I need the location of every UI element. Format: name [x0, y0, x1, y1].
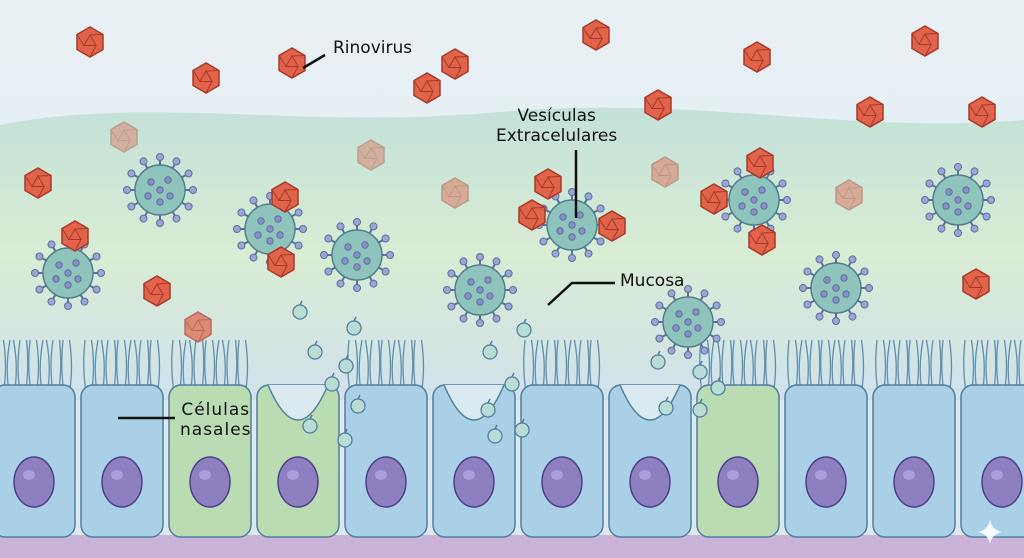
extracellular-vesicle	[535, 188, 609, 262]
label-rhinovirus: Rinovirus	[333, 38, 413, 58]
rhinovirus	[357, 139, 385, 171]
rhinovirus	[962, 268, 990, 300]
rhinovirus	[911, 25, 939, 57]
nucleus	[541, 456, 583, 508]
burst-cell	[608, 384, 692, 538]
rhinovirus	[743, 41, 771, 73]
nucleus	[101, 456, 143, 508]
nasal-cell	[520, 339, 604, 538]
label-mucosa: Mucosa	[620, 271, 685, 291]
nasal-cell	[344, 339, 428, 538]
rhinovirus	[184, 311, 212, 343]
exosome	[487, 424, 503, 444]
exosome	[302, 414, 318, 434]
mucus-layer	[0, 107, 1024, 401]
exosome	[692, 360, 708, 380]
rhinovirus	[644, 89, 672, 121]
extracellular-vesicle	[799, 251, 873, 325]
rhinovirus	[24, 167, 52, 199]
rhinovirus	[192, 62, 220, 94]
exosome	[482, 340, 498, 360]
sparkle-icon	[978, 520, 1002, 544]
label-cells-line2: nasales	[180, 420, 252, 440]
rhinovirus	[267, 246, 295, 278]
exosome	[346, 316, 362, 336]
nucleus	[981, 456, 1023, 508]
rhinovirus	[441, 177, 469, 209]
exosome	[307, 340, 323, 360]
extracellular-vesicle	[320, 218, 394, 292]
rhinovirus	[76, 26, 104, 58]
nucleus	[805, 456, 847, 508]
label-extracellular-vesicles: Vesículas Extracelulares	[496, 106, 617, 146]
exosome	[337, 428, 353, 448]
label-vesicles-line2: Extracelulares	[496, 126, 618, 146]
rhinovirus	[700, 183, 728, 215]
rhinovirus	[582, 19, 610, 51]
nucleus	[189, 456, 231, 508]
label-nasal-cells: Células nasales	[180, 400, 252, 440]
nasal-cell	[960, 339, 1024, 538]
nasal-cell	[0, 339, 76, 538]
rhinovirus	[413, 72, 441, 104]
exosome	[480, 398, 496, 418]
basement-membrane	[0, 535, 1024, 558]
exosome	[710, 376, 726, 396]
nasal-cell	[168, 339, 252, 538]
rhinovirus	[835, 179, 863, 211]
exosome	[658, 396, 674, 416]
exosome	[692, 398, 708, 418]
nasal-cell	[872, 339, 956, 538]
nucleus	[717, 456, 759, 508]
extracellular-vesicle	[651, 285, 725, 359]
rhinovirus	[748, 224, 776, 256]
rhinovirus	[856, 96, 884, 128]
exosome	[350, 394, 366, 414]
exosome	[516, 318, 532, 338]
nucleus	[365, 456, 407, 508]
nucleus	[13, 456, 55, 508]
extracellular-vesicle	[123, 153, 197, 227]
burst-cell	[256, 384, 340, 538]
exosome	[504, 372, 520, 392]
exosome	[650, 350, 666, 370]
exosome	[338, 354, 354, 374]
rhinovirus	[271, 181, 299, 213]
exosome	[292, 300, 308, 320]
extracellular-vesicle	[921, 163, 995, 237]
rhinovirus	[61, 220, 89, 252]
rhinovirus	[968, 96, 996, 128]
rhinovirus	[518, 199, 546, 231]
label-vesicles-line1: Vesículas	[517, 106, 596, 126]
nucleus	[629, 456, 671, 508]
exosome	[324, 372, 340, 392]
extracellular-vesicle	[31, 236, 105, 310]
nucleus	[893, 456, 935, 508]
rhinovirus-pointer	[302, 53, 326, 70]
rhinovirus	[651, 156, 679, 188]
extracellular-vesicle	[443, 253, 517, 327]
rhinovirus	[441, 48, 469, 80]
nasal-cell	[784, 339, 868, 538]
rhinovirus	[143, 275, 171, 307]
rhinovirus	[746, 147, 774, 179]
rhinovirus	[110, 121, 138, 153]
rhinovirus	[278, 47, 306, 79]
rhinovirus	[534, 168, 562, 200]
burst-cell	[432, 384, 516, 538]
label-cells-line1: Células	[181, 400, 251, 420]
nasal-cell	[80, 339, 164, 538]
nucleus	[453, 456, 495, 508]
exosome	[514, 418, 530, 438]
rhinovirus	[598, 210, 626, 242]
extracellular-vesicle	[233, 192, 307, 266]
nucleus	[277, 456, 319, 508]
mucosa-pointer	[547, 281, 615, 306]
